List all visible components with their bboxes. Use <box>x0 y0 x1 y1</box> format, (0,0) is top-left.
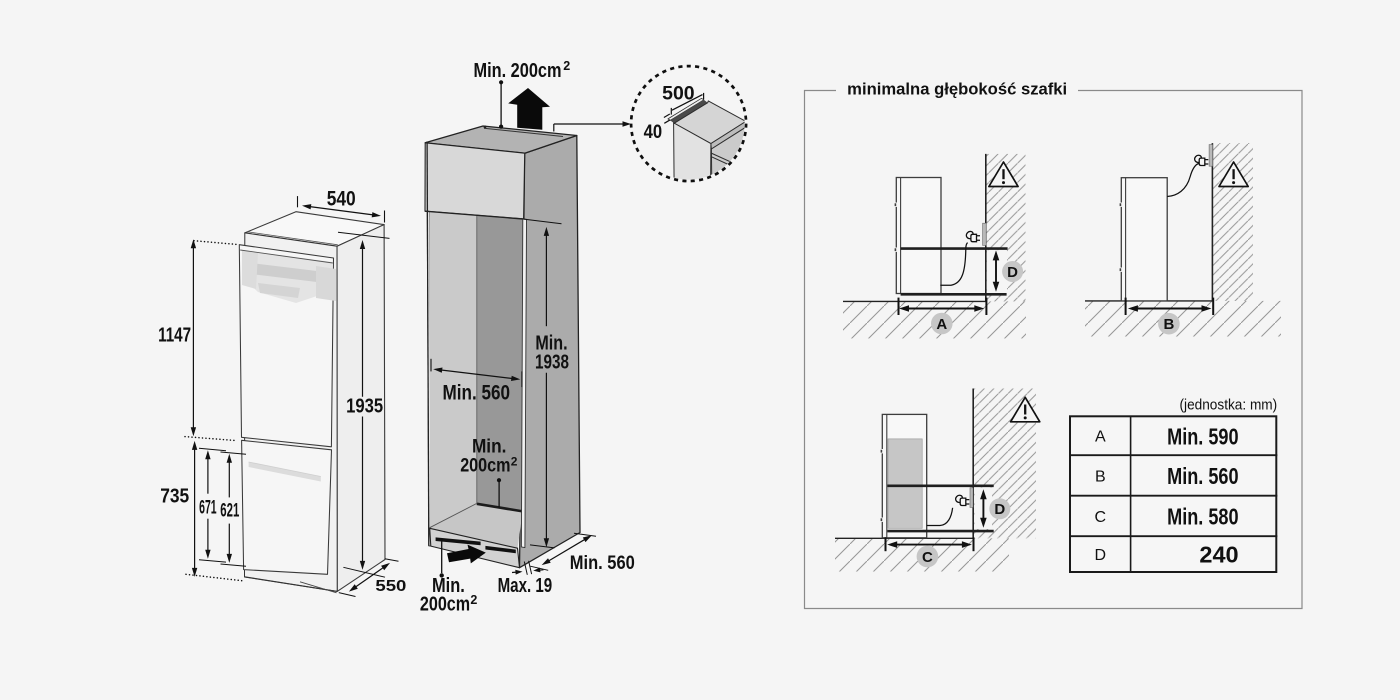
svg-text:(jednostka: mm): (jednostka: mm) <box>1180 397 1278 413</box>
svg-text:D: D <box>994 501 1005 518</box>
svg-text:A: A <box>1095 429 1106 446</box>
svg-text:A: A <box>936 316 947 333</box>
svg-text:Min.: Min. <box>472 436 507 457</box>
svg-text:2: 2 <box>470 593 477 607</box>
svg-text:Max. 19: Max. 19 <box>498 575 553 597</box>
svg-text:Min. 580: Min. 580 <box>1167 504 1239 530</box>
svg-text:200cm: 200cm <box>460 456 510 477</box>
svg-text:40: 40 <box>644 122 663 143</box>
svg-text:621: 621 <box>220 500 239 521</box>
svg-text:D: D <box>1007 264 1018 281</box>
svg-text:Min. 590: Min. 590 <box>1167 423 1239 449</box>
svg-text:735: 735 <box>160 485 189 507</box>
svg-text:1935: 1935 <box>346 395 383 417</box>
svg-text:Min. 560: Min. 560 <box>1167 463 1239 489</box>
svg-text:Min. 560: Min. 560 <box>570 553 635 574</box>
svg-text:550: 550 <box>375 578 406 595</box>
svg-text:2: 2 <box>511 454 518 468</box>
svg-text:D: D <box>1095 547 1107 564</box>
svg-text:540: 540 <box>327 187 356 210</box>
svg-text:2: 2 <box>563 59 570 73</box>
svg-text:200cm: 200cm <box>420 594 470 616</box>
svg-text:671: 671 <box>199 497 217 518</box>
svg-text:C: C <box>1095 509 1107 526</box>
svg-text:Min. 200cm: Min. 200cm <box>474 60 562 82</box>
svg-text:1147: 1147 <box>158 325 191 347</box>
svg-text:B: B <box>1163 316 1174 333</box>
svg-text:Min.: Min. <box>535 333 567 355</box>
svg-text:B: B <box>1095 468 1106 485</box>
svg-text:Min.: Min. <box>432 575 465 597</box>
svg-text:minimalna głębokość szafki: minimalna głębokość szafki <box>847 81 1067 99</box>
svg-text:500: 500 <box>662 84 695 105</box>
svg-text:Min. 560: Min. 560 <box>443 381 511 404</box>
svg-text:1938: 1938 <box>535 352 569 374</box>
svg-text:C: C <box>922 549 933 566</box>
svg-text:240: 240 <box>1199 542 1238 568</box>
